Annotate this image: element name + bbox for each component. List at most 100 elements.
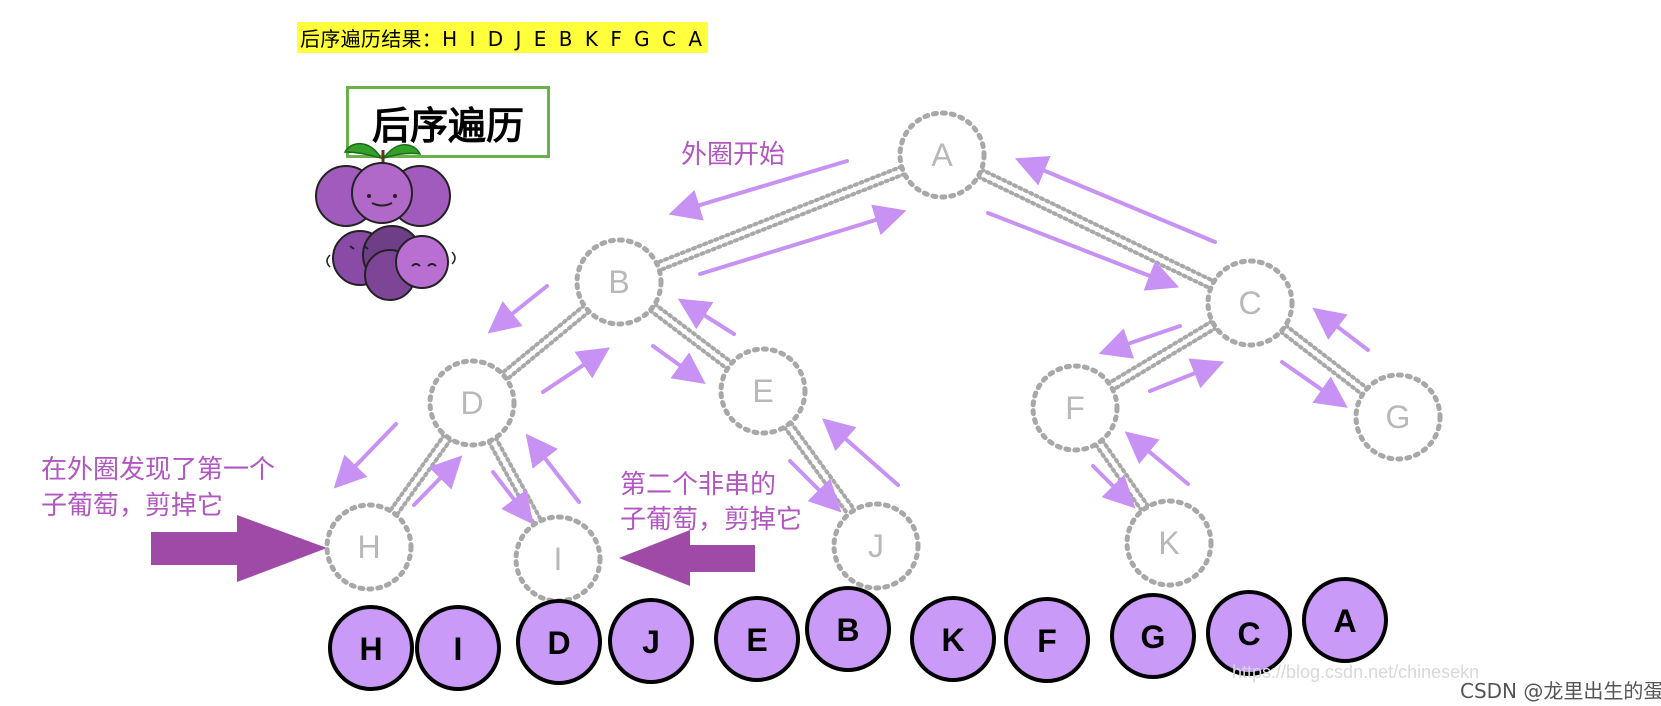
output-node-10: C: [1206, 590, 1292, 676]
arrow-f-to-c: [1148, 358, 1225, 393]
traversal-arrows: [333, 155, 1370, 525]
output-node-5: E: [714, 596, 800, 682]
arrow-g-to-c: [1312, 307, 1370, 352]
edge-d-i: [486, 439, 537, 527]
tree-node-e: E: [718, 346, 808, 436]
output-node-circle: [1110, 593, 1196, 679]
tree-edges: [388, 164, 1370, 527]
arrow-j-to-e: [821, 418, 900, 487]
output-node-label: D: [547, 625, 570, 661]
arrow-d-to-h: [333, 422, 398, 489]
tree-node-d: D: [427, 358, 517, 448]
page-title: 后序遍历: [371, 103, 524, 148]
annotation-second-line1: 第二个非串的: [620, 470, 777, 500]
output-node-9: G: [1110, 593, 1196, 679]
edge-a-b: [657, 172, 907, 273]
tree-node-circle: [1205, 258, 1295, 348]
watermark: https://blog.csdn.net/chinesekn: [1232, 662, 1480, 682]
arrow-c-to-a: [1014, 155, 1217, 244]
arrow-e-to-j: [788, 459, 842, 513]
big-arrow-left: [619, 530, 755, 586]
output-node-circle: [1004, 597, 1090, 683]
arrow-a-to-c: [986, 211, 1180, 291]
tree-node-j: J: [831, 501, 921, 591]
tree-node-label: E: [752, 373, 773, 409]
arrow-c-to-f: [1098, 324, 1182, 359]
edge-a-b: [654, 164, 904, 265]
tree-node-label: B: [608, 264, 629, 300]
output-node-label: G: [1141, 619, 1166, 655]
annotation-second-line2: 子葡萄，剪掉它: [620, 505, 803, 535]
output-node-8: F: [1004, 597, 1090, 683]
edge-d-h: [394, 437, 453, 518]
arrow-b-to-a: [698, 204, 907, 276]
arrow-d-to-i: [491, 470, 534, 525]
output-node-circle: [910, 596, 996, 682]
tree-node-f: F: [1030, 363, 1120, 453]
tree-node-circle: [1030, 363, 1120, 453]
output-node-label: E: [746, 622, 767, 658]
output-node-circle: [805, 586, 891, 672]
postorder-result-banner: 后序遍历结果：H I D J E B K F G C A: [297, 22, 709, 53]
tree-node-label: I: [554, 541, 563, 577]
tree-node-label: J: [868, 528, 884, 564]
arrow-h-to-d: [412, 455, 463, 507]
output-node-6: B: [805, 586, 891, 672]
output-node-label: H: [359, 631, 382, 667]
annotation-first-line2: 子葡萄，剪掉它: [41, 491, 224, 521]
tree-node-label: C: [1238, 285, 1261, 321]
edge-d-i: [493, 435, 544, 523]
arrow-k-to-f: [1124, 431, 1190, 486]
edge-e-j: [788, 420, 857, 512]
arrow-d-to-b: [541, 347, 610, 394]
output-node-circle: [714, 596, 800, 682]
edge-b-e: [652, 302, 734, 365]
arrow-i-to-d: [525, 433, 581, 504]
arrow-a-to-b-outer: [668, 159, 849, 221]
output-node-label: I: [454, 631, 463, 667]
output-node-11: A: [1302, 577, 1388, 663]
edge-c-g: [1283, 323, 1370, 391]
arrow-e-to-b: [677, 298, 736, 336]
tree-node-label: G: [1386, 399, 1411, 435]
credit: CSDN @龙里出生的蛋: [1460, 679, 1661, 703]
edge-c-g: [1278, 329, 1365, 397]
output-node-label: F: [1037, 623, 1057, 659]
tree-node-label: A: [931, 137, 953, 173]
tree-node-i: I: [513, 514, 603, 604]
edge-b-d: [504, 309, 592, 382]
output-node-7: K: [910, 596, 996, 682]
edge-d-h: [388, 432, 447, 513]
arrow-b-to-d: [487, 284, 549, 334]
tree-node-circle: [427, 358, 517, 448]
output-node-label: B: [836, 612, 859, 648]
tree-node-circle: [1353, 372, 1443, 462]
output-node-label: J: [642, 624, 660, 660]
tree-node-label: K: [1158, 525, 1179, 561]
title-box: 后序遍历: [346, 86, 550, 158]
arrow-c-to-g: [1280, 360, 1348, 408]
output-node-circle: [1206, 590, 1292, 676]
output-node-circle: [608, 598, 694, 684]
edge-b-d: [499, 303, 587, 376]
output-node-circle: [1302, 577, 1388, 663]
result-label: 后序遍历结果：: [300, 27, 443, 51]
tree-node-circle: [1124, 498, 1214, 588]
tree-node-c: C: [1205, 258, 1295, 348]
output-node-label: A: [1333, 603, 1356, 639]
annotation-start: 外圈开始: [681, 140, 786, 170]
annotation-first-line1: 在外圈发现了第一个: [41, 455, 276, 485]
tree-node-b: B: [574, 237, 664, 327]
grape-bunch-icon: [315, 143, 456, 301]
tree-node-label: F: [1065, 390, 1085, 426]
tree-node-circle: [831, 501, 921, 591]
tree-node-circle: [718, 346, 808, 436]
tree-node-circle: [897, 110, 987, 200]
tree-node-h: H: [324, 502, 414, 592]
result-sequence: H I D J E B K F G C A: [442, 27, 706, 51]
tree-node-circle: [324, 502, 414, 592]
output-node-label: K: [941, 622, 964, 658]
tree-node-g: G: [1353, 372, 1443, 462]
